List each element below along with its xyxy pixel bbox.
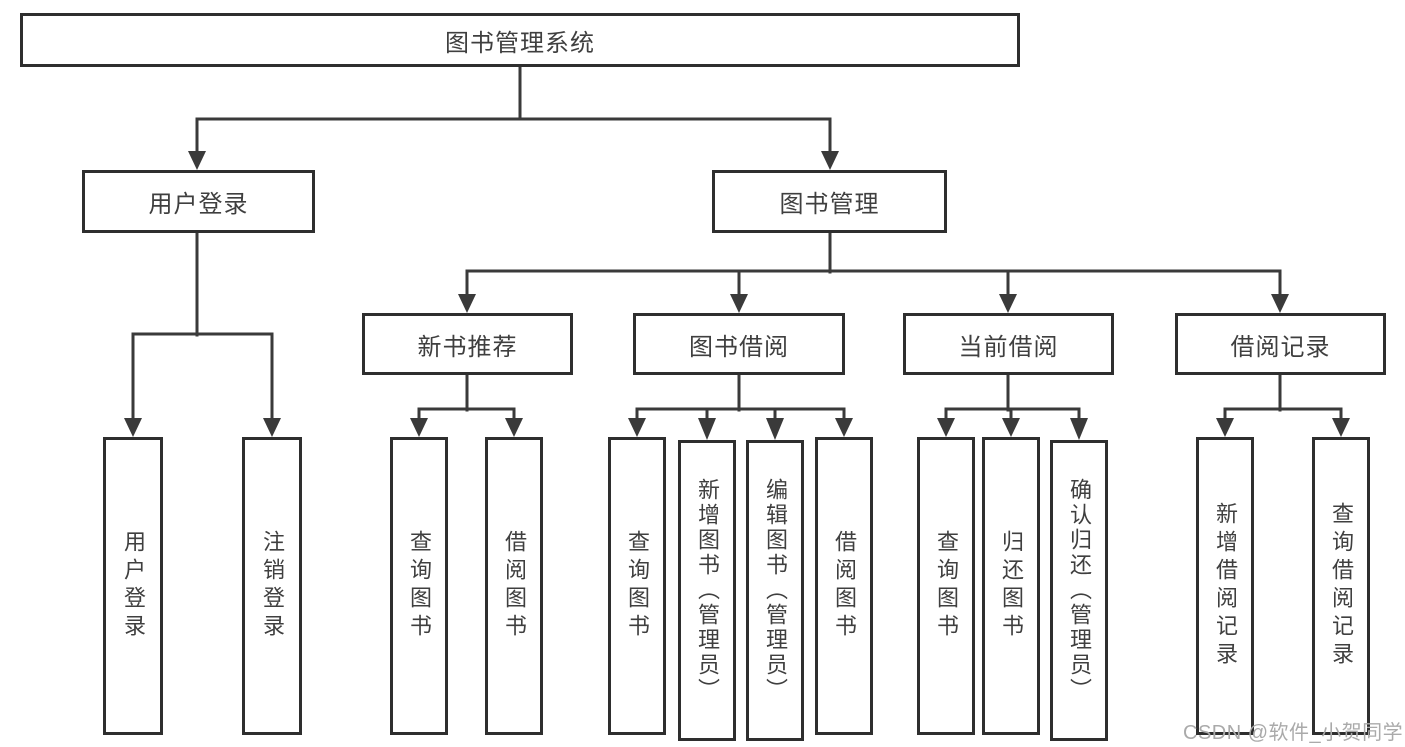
arrowhead bbox=[628, 418, 646, 437]
leaf-nbr-query-books: 查询图书 bbox=[390, 437, 448, 735]
connector-new-book-rec-to-children bbox=[417, 371, 516, 423]
connector-user-login-to-children bbox=[131, 229, 274, 422]
leaf-bb-borrow-books: 借阅图书 bbox=[815, 437, 873, 735]
arrowhead bbox=[1271, 294, 1289, 313]
arrowhead bbox=[835, 418, 853, 437]
leaf-br-add-record: 新增借阅记录 bbox=[1196, 437, 1254, 735]
leaf-bb-add-books-admin: 新增图书（管理员） bbox=[678, 440, 736, 741]
arrowhead bbox=[1332, 418, 1350, 437]
leaf-bb-query-books: 查询图书 bbox=[608, 437, 666, 735]
arrowhead bbox=[188, 151, 206, 170]
node-borrow-records: 借阅记录 bbox=[1175, 313, 1386, 375]
arrowhead bbox=[1216, 418, 1234, 437]
csdn-watermark: CSDN @软件_小贺同学 bbox=[1183, 722, 1404, 744]
node-new-book-recommend: 新书推荐 bbox=[362, 313, 573, 375]
leaf-nbr-borrow-books: 借阅图书 bbox=[485, 437, 543, 735]
leaf-user-login: 用户登录 bbox=[103, 437, 163, 735]
arrowhead bbox=[1070, 418, 1088, 440]
arrowhead bbox=[410, 418, 428, 437]
leaf-br-query-record: 查询借阅记录 bbox=[1312, 437, 1370, 735]
arrowhead bbox=[124, 418, 142, 437]
arrowhead bbox=[766, 418, 784, 440]
leaf-logout: 注销登录 bbox=[242, 437, 302, 735]
arrowhead bbox=[698, 418, 716, 440]
connector-borrow-records-to-children bbox=[1223, 371, 1343, 423]
leaf-cb-query-books: 查询图书 bbox=[917, 437, 975, 735]
arrowhead bbox=[937, 418, 955, 437]
arrowhead bbox=[821, 151, 839, 170]
node-user-login: 用户登录 bbox=[82, 170, 315, 233]
arrowheads bbox=[124, 151, 1350, 440]
arrowhead bbox=[458, 294, 476, 313]
connector-book-mgmt-to-level3 bbox=[465, 231, 1282, 298]
connector-root-to-level2 bbox=[195, 64, 832, 155]
leaf-cb-return-books: 归还图书 bbox=[982, 437, 1040, 735]
node-root-library-system: 图书管理系统 bbox=[20, 13, 1020, 67]
connector-current-borrow-to-children bbox=[944, 371, 1081, 423]
arrowhead bbox=[1002, 418, 1020, 437]
node-book-borrow: 图书借阅 bbox=[633, 313, 845, 375]
connector-book-borrow-to-children bbox=[635, 371, 846, 423]
leaf-bb-edit-books-admin: 编辑图书（管理员） bbox=[746, 440, 804, 741]
arrowhead bbox=[730, 294, 748, 313]
arrowhead bbox=[999, 294, 1017, 313]
arrowhead bbox=[263, 418, 281, 437]
node-current-borrow: 当前借阅 bbox=[903, 313, 1114, 375]
arrowhead bbox=[505, 418, 523, 437]
node-book-management: 图书管理 bbox=[712, 170, 947, 233]
leaf-cb-confirm-return-admin: 确认归还（管理员） bbox=[1050, 440, 1108, 741]
